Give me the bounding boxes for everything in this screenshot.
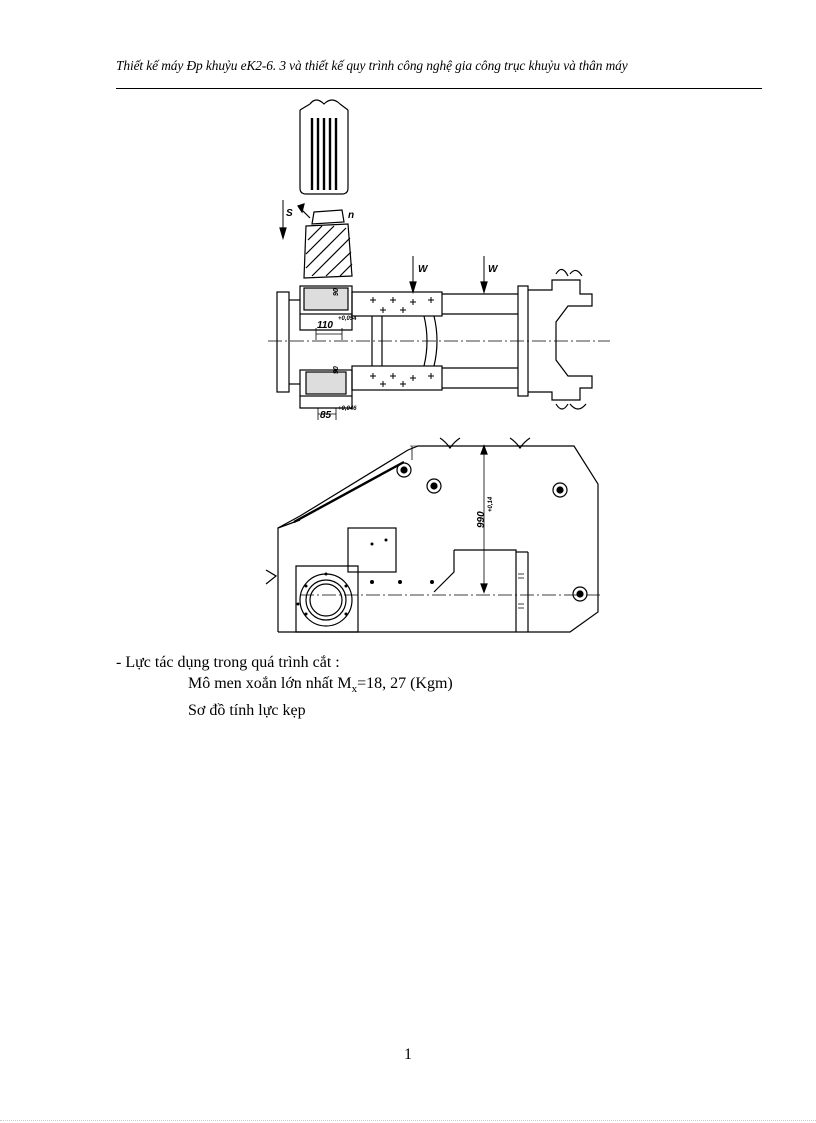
- frame-elevation-view: [265, 437, 600, 633]
- page-bottom-edge: [0, 1120, 816, 1121]
- force-label-w2: W: [488, 264, 499, 275]
- max-torque-line: Mô men xoắn lớn nhất Mx=18, 27 (Kgm): [116, 673, 453, 700]
- crankshaft-plan-view: [268, 268, 610, 420]
- max-torque-subscript: x: [351, 683, 358, 696]
- dimension-90-top: 90: [333, 288, 340, 296]
- force-label-w1: W: [418, 264, 429, 275]
- max-torque-prefix: Mô men xoắn lớn nhất M: [188, 675, 352, 692]
- hob-shaft: [299, 99, 349, 195]
- dimension-990-tolerance: +0,14: [488, 496, 494, 512]
- dimension-85: 85: [320, 410, 332, 421]
- dimension-110: 110: [317, 320, 333, 331]
- rotation-label-n: n: [348, 210, 354, 221]
- dimension-110-tolerance: +0,054: [338, 316, 357, 322]
- header-rule: [116, 88, 762, 89]
- page-number: 1: [404, 1046, 412, 1063]
- technical-drawing: S n W W 110 +0,054 85 +0,046 90 90 990 +…: [265, 99, 610, 633]
- feed-label-s: S: [286, 208, 293, 219]
- body-text: - Lực tác dụng trong quá trình cắt : Mô …: [116, 652, 453, 721]
- page-header: Thiết kế máy Đp khuỷu eK2-6. 3 và thiết …: [116, 58, 628, 73]
- dimension-990: 990: [476, 511, 487, 528]
- dimension-90-bottom: 90: [333, 366, 340, 374]
- max-torque-value: =18, 27 (Kgm): [357, 675, 453, 692]
- dimension-85-tolerance: +0,046: [338, 406, 357, 412]
- cutting-force-heading: - Lực tác dụng trong quá trình cắt :: [116, 654, 340, 671]
- clamping-force-line: Sơ đồ tính lực kẹp: [188, 702, 306, 720]
- hob-cutter: [303, 209, 353, 279]
